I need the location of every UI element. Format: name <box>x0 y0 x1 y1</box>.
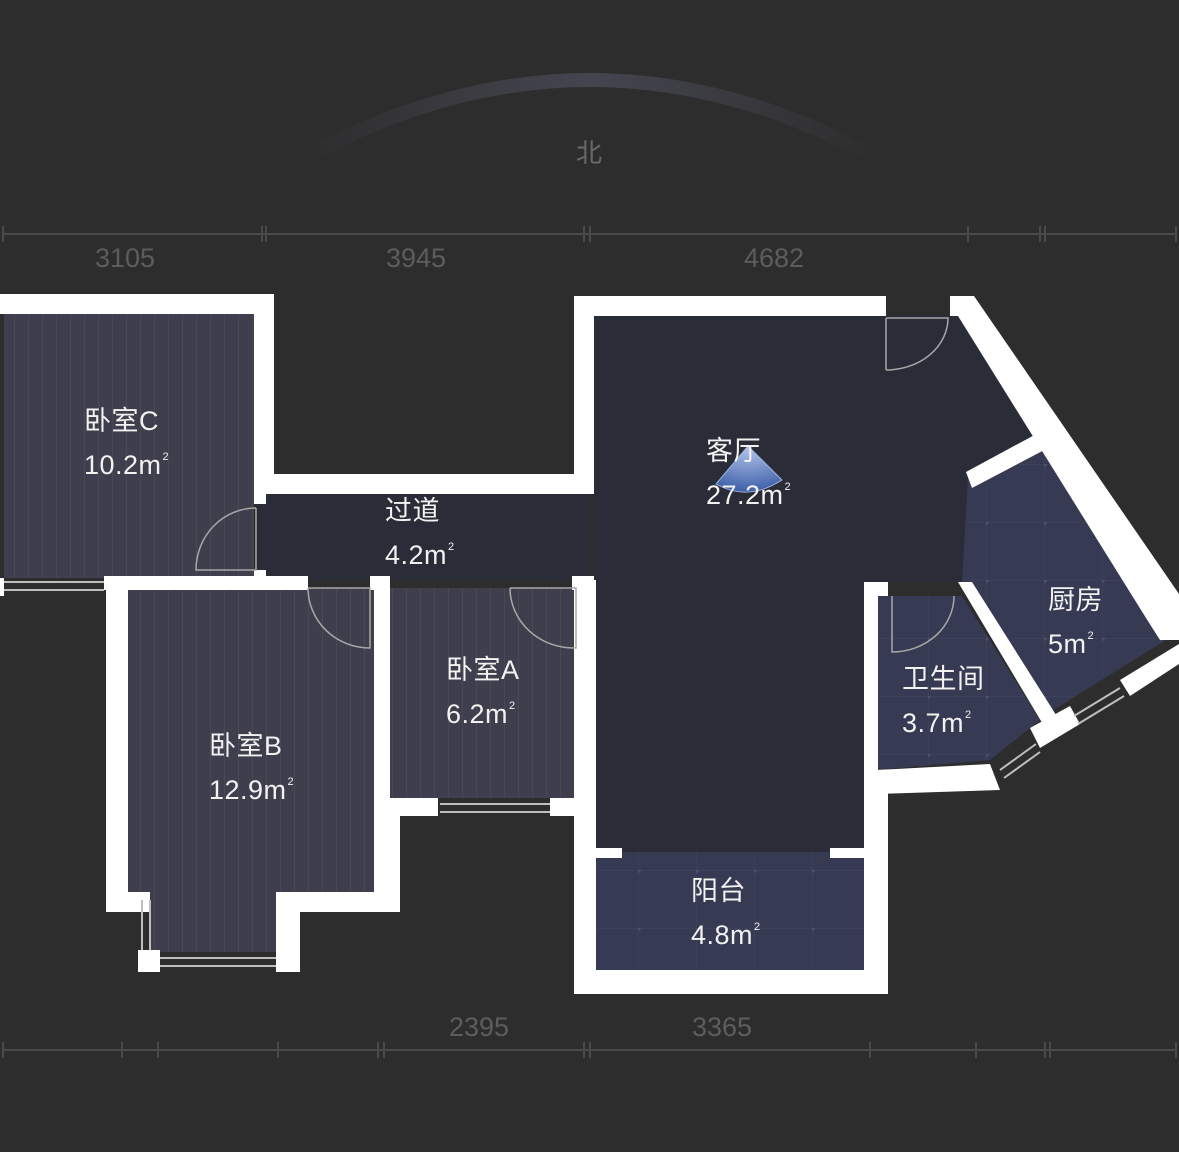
room-name: 过道 <box>385 496 440 526</box>
room-name: 卧室C <box>84 406 159 436</box>
floor-bedroom-c <box>4 314 254 578</box>
room-living-room[interactable]: 客厅 27.2m2 <box>706 438 791 509</box>
windows <box>4 581 1125 967</box>
room-kitchen[interactable]: 厨房 5m2 <box>1048 587 1103 658</box>
floor-bedroom-a <box>390 588 582 798</box>
room-bedroom-a[interactable]: 卧室A 6.2m2 <box>446 657 520 728</box>
room-bathroom[interactable]: 卫生间 3.7m2 <box>902 666 985 737</box>
room-area: 4.2m2 <box>385 540 455 570</box>
room-name: 客厅 <box>706 436 761 466</box>
room-area: 12.9m2 <box>209 775 295 805</box>
dimension-top-2: 3945 <box>386 243 447 273</box>
door-entrance <box>885 317 949 371</box>
room-balcony[interactable]: 阳台 4.8m2 <box>691 878 761 949</box>
doors <box>195 317 955 653</box>
floor-balcony <box>596 852 864 970</box>
compass-north-label: 北 <box>576 138 603 168</box>
floor-corridor <box>258 494 588 580</box>
floor-kitchen <box>962 440 1166 712</box>
room-area: 5m2 <box>1048 629 1095 659</box>
room-area: 3.7m2 <box>902 708 972 738</box>
walls <box>0 294 1179 994</box>
room-name: 阳台 <box>691 876 746 906</box>
floor-bedroom-b <box>128 588 374 952</box>
room-corridor[interactable]: 过道 4.2m2 <box>385 498 455 569</box>
dimension-top-1: 3105 <box>95 243 156 273</box>
room-area: 6.2m2 <box>446 699 516 729</box>
door-bedroom-a <box>509 587 577 649</box>
room-bedroom-b[interactable]: 卧室B 12.9m2 <box>209 733 294 804</box>
door-bathroom <box>891 595 955 653</box>
door-bedroom-c <box>195 507 257 571</box>
top-dimension-ruler <box>2 226 1177 242</box>
dimension-bottom-2: 3365 <box>692 1012 753 1042</box>
room-area: 27.2m2 <box>706 480 792 510</box>
viewpoint-icon <box>715 445 783 493</box>
room-name: 卧室A <box>446 655 520 685</box>
floor-living-room <box>594 314 1040 852</box>
dimension-bottom-1: 2395 <box>449 1012 510 1042</box>
floor-bathroom <box>876 596 1040 770</box>
room-name: 厨房 <box>1048 585 1103 615</box>
room-area: 4.8m2 <box>691 920 761 950</box>
room-area: 10.2m2 <box>84 450 170 480</box>
room-name: 卫生间 <box>902 664 985 694</box>
bottom-dimension-ruler <box>2 1042 1177 1058</box>
compass-arc <box>296 73 884 167</box>
door-bedroom-b <box>307 587 371 649</box>
room-bedroom-c[interactable]: 卧室C 10.2m2 <box>84 408 169 479</box>
room-name: 卧室B <box>209 731 283 761</box>
dimension-top-3: 4682 <box>744 243 805 273</box>
